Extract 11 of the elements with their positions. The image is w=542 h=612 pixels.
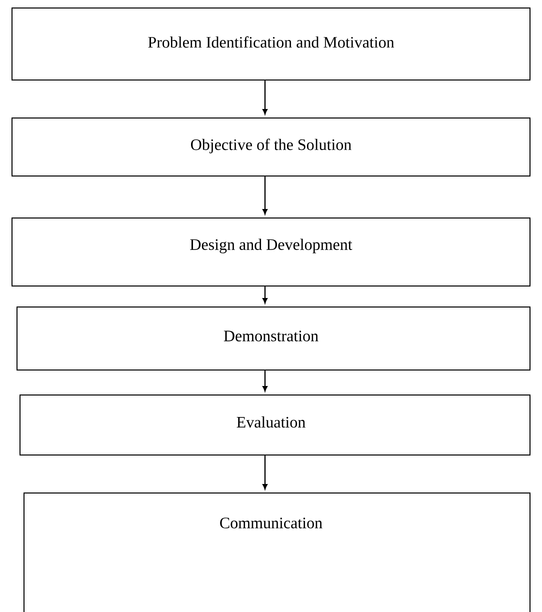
process-box: Evaluation bbox=[20, 394, 530, 456]
process-box: Design and Development bbox=[12, 218, 530, 286]
arrow bbox=[262, 455, 268, 490]
process-box: Problem Identification and Motivation bbox=[12, 8, 530, 80]
process-box: Communication bbox=[24, 492, 530, 612]
arrow bbox=[262, 176, 268, 214]
arrow bbox=[262, 80, 268, 114]
arrow bbox=[262, 286, 268, 304]
process-box: Objective of the Solution bbox=[12, 118, 530, 176]
process-box: Demonstration bbox=[16, 306, 530, 370]
arrow bbox=[262, 370, 268, 392]
